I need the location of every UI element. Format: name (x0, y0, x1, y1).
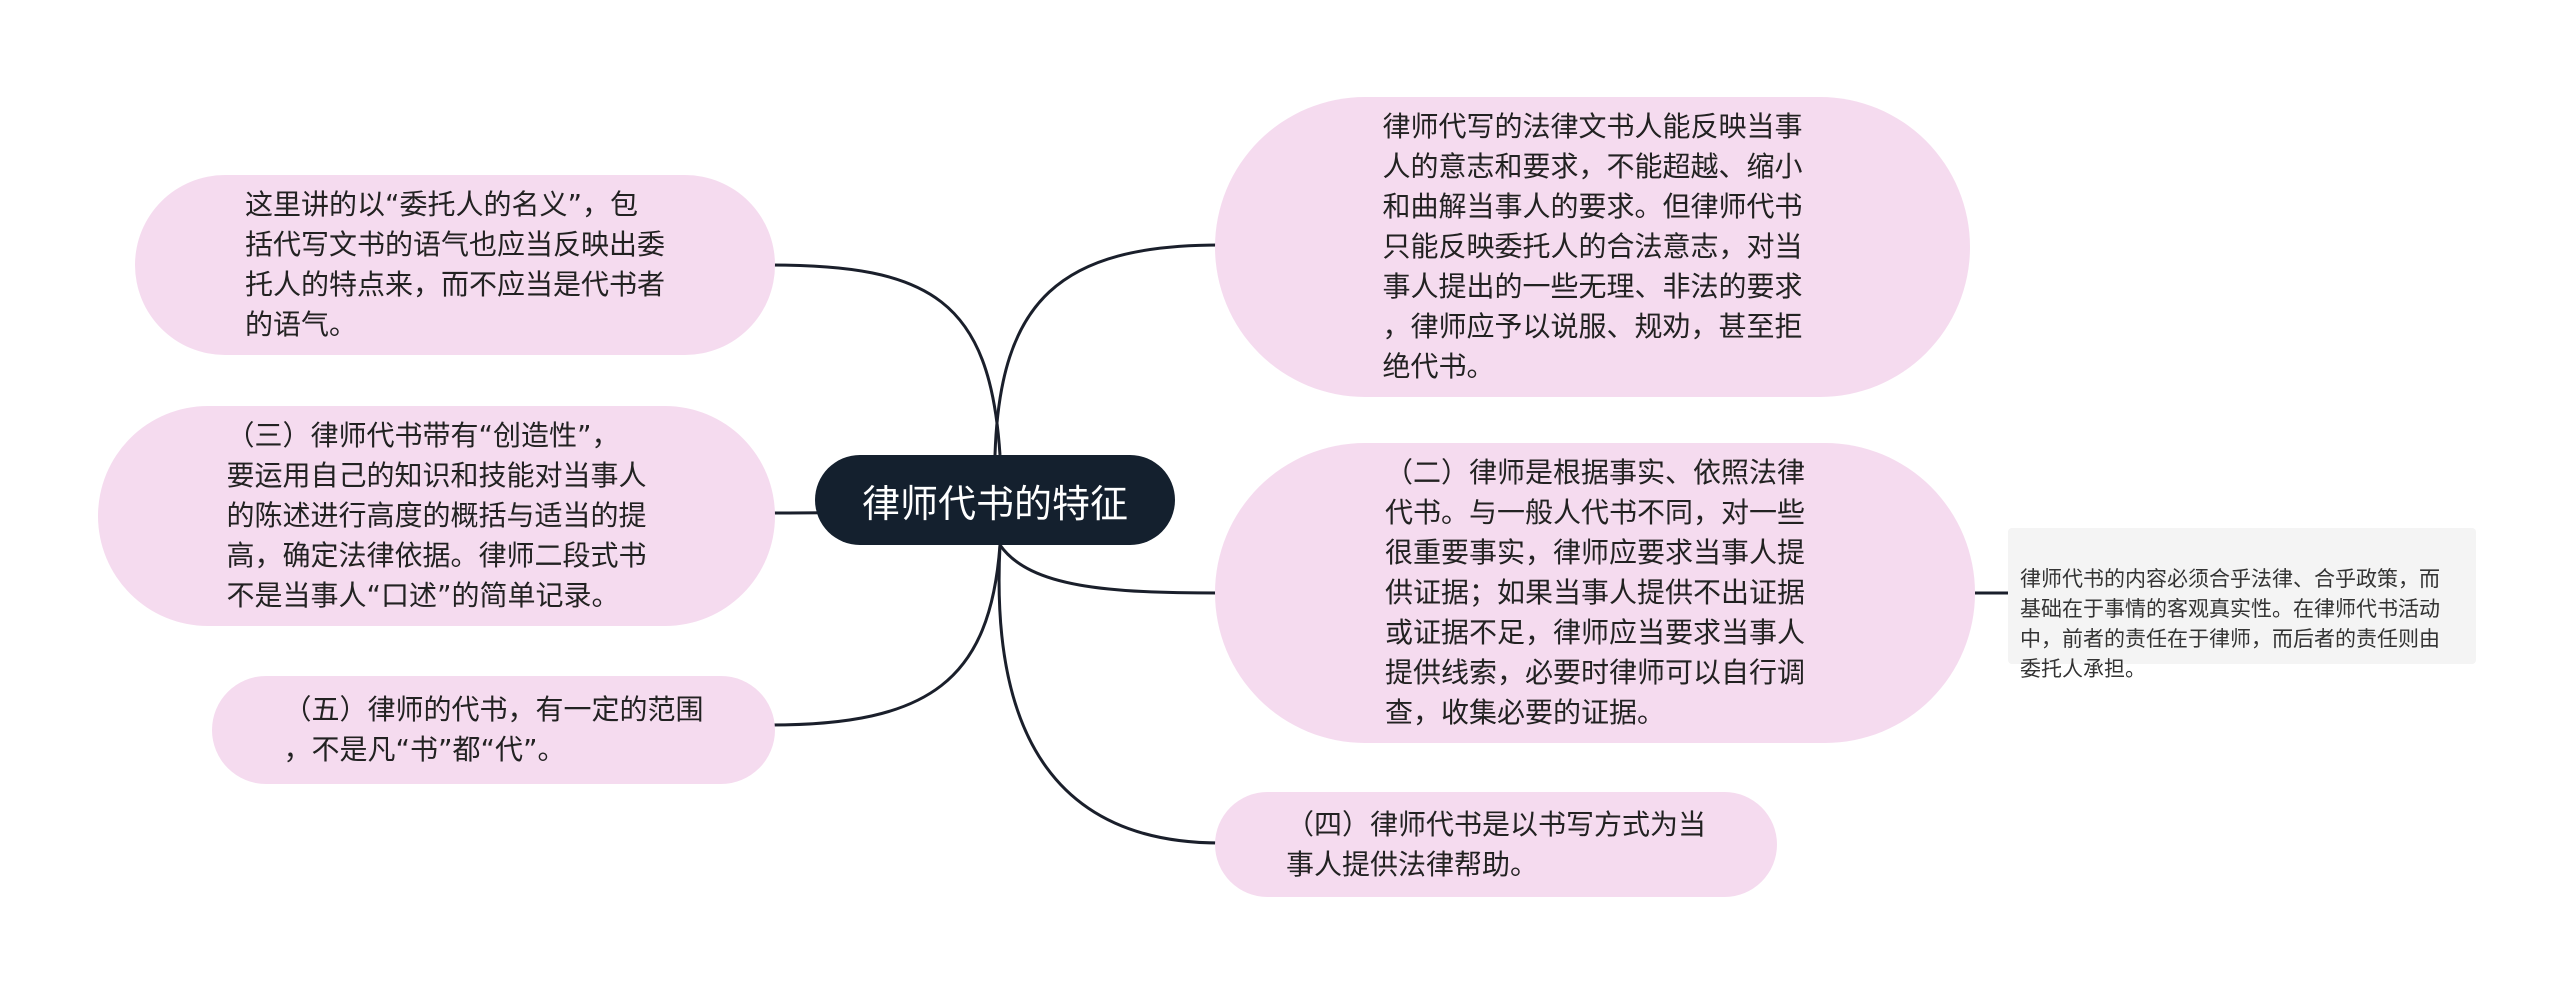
branch-node-right-2[interactable]: （二）律师是根据事实、依照法律 代书。与一般人代书不同，对一些 很重要事实，律师… (1215, 443, 1975, 743)
branch-text: （二）律师是根据事实、依照法律 代书。与一般人代书不同，对一些 很重要事实，律师… (1384, 456, 1805, 729)
connector-root-left-3 (769, 544, 1002, 727)
note-box[interactable]: 律师代书的内容必须合乎法律、合乎政策，而 基础在于事情的客观真实性。在律师代书活… (2008, 528, 2476, 681)
connector-root-right-1 (993, 243, 1221, 456)
branch-text: （五）律师的代书，有一定的范围 ，不是凡“书”都“代”。 (283, 693, 704, 766)
connector-root-right-2 (998, 544, 1221, 595)
root-node[interactable]: 律师代书的特征 (815, 455, 1175, 545)
branch-node-right-4[interactable]: （四）律师代书是以书写方式为当 事人提供法律帮助。 (1215, 792, 1777, 897)
branch-node-left-2[interactable]: （三）律师代书带有“创造性”， 要运用自己的知识和技能对当事人 的陈述进行高度的… (98, 406, 775, 626)
note-text: 律师代书的内容必须合乎法律、合乎政策，而 基础在于事情的客观真实性。在律师代书活… (2020, 567, 2440, 681)
branch-node-right-1[interactable]: 律师代写的法律文书人能反映当事 人的意志和要求，不能超越、缩小 和曲解当事人的要… (1215, 97, 1970, 397)
root-label: 律师代书的特征 (861, 481, 1128, 526)
branch-node-left-3[interactable]: （五）律师的代书，有一定的范围 ，不是凡“书”都“代”。 (212, 676, 775, 784)
branch-text: 律师代写的法律文书人能反映当事 人的意志和要求，不能超越、缩小 和曲解当事人的要… (1382, 110, 1803, 383)
branch-text: 这里讲的以“委托人的名义”，包 括代写文书的语气也应当反映出委 托人的特点来，而… (244, 188, 665, 341)
branch-text: （三）律师代书带有“创造性”， 要运用自己的知识和技能对当事人 的陈述进行高度的… (226, 419, 647, 612)
connector-root-left-1 (769, 263, 1002, 456)
branch-text: （四）律师代书是以书写方式为当 事人提供法律帮助。 (1285, 807, 1706, 881)
branch-node-left-1[interactable]: 这里讲的以“委托人的名义”，包 括代写文书的语气也应当反映出委 托人的特点来，而… (135, 175, 775, 355)
connector-root-right-4 (997, 544, 1221, 845)
